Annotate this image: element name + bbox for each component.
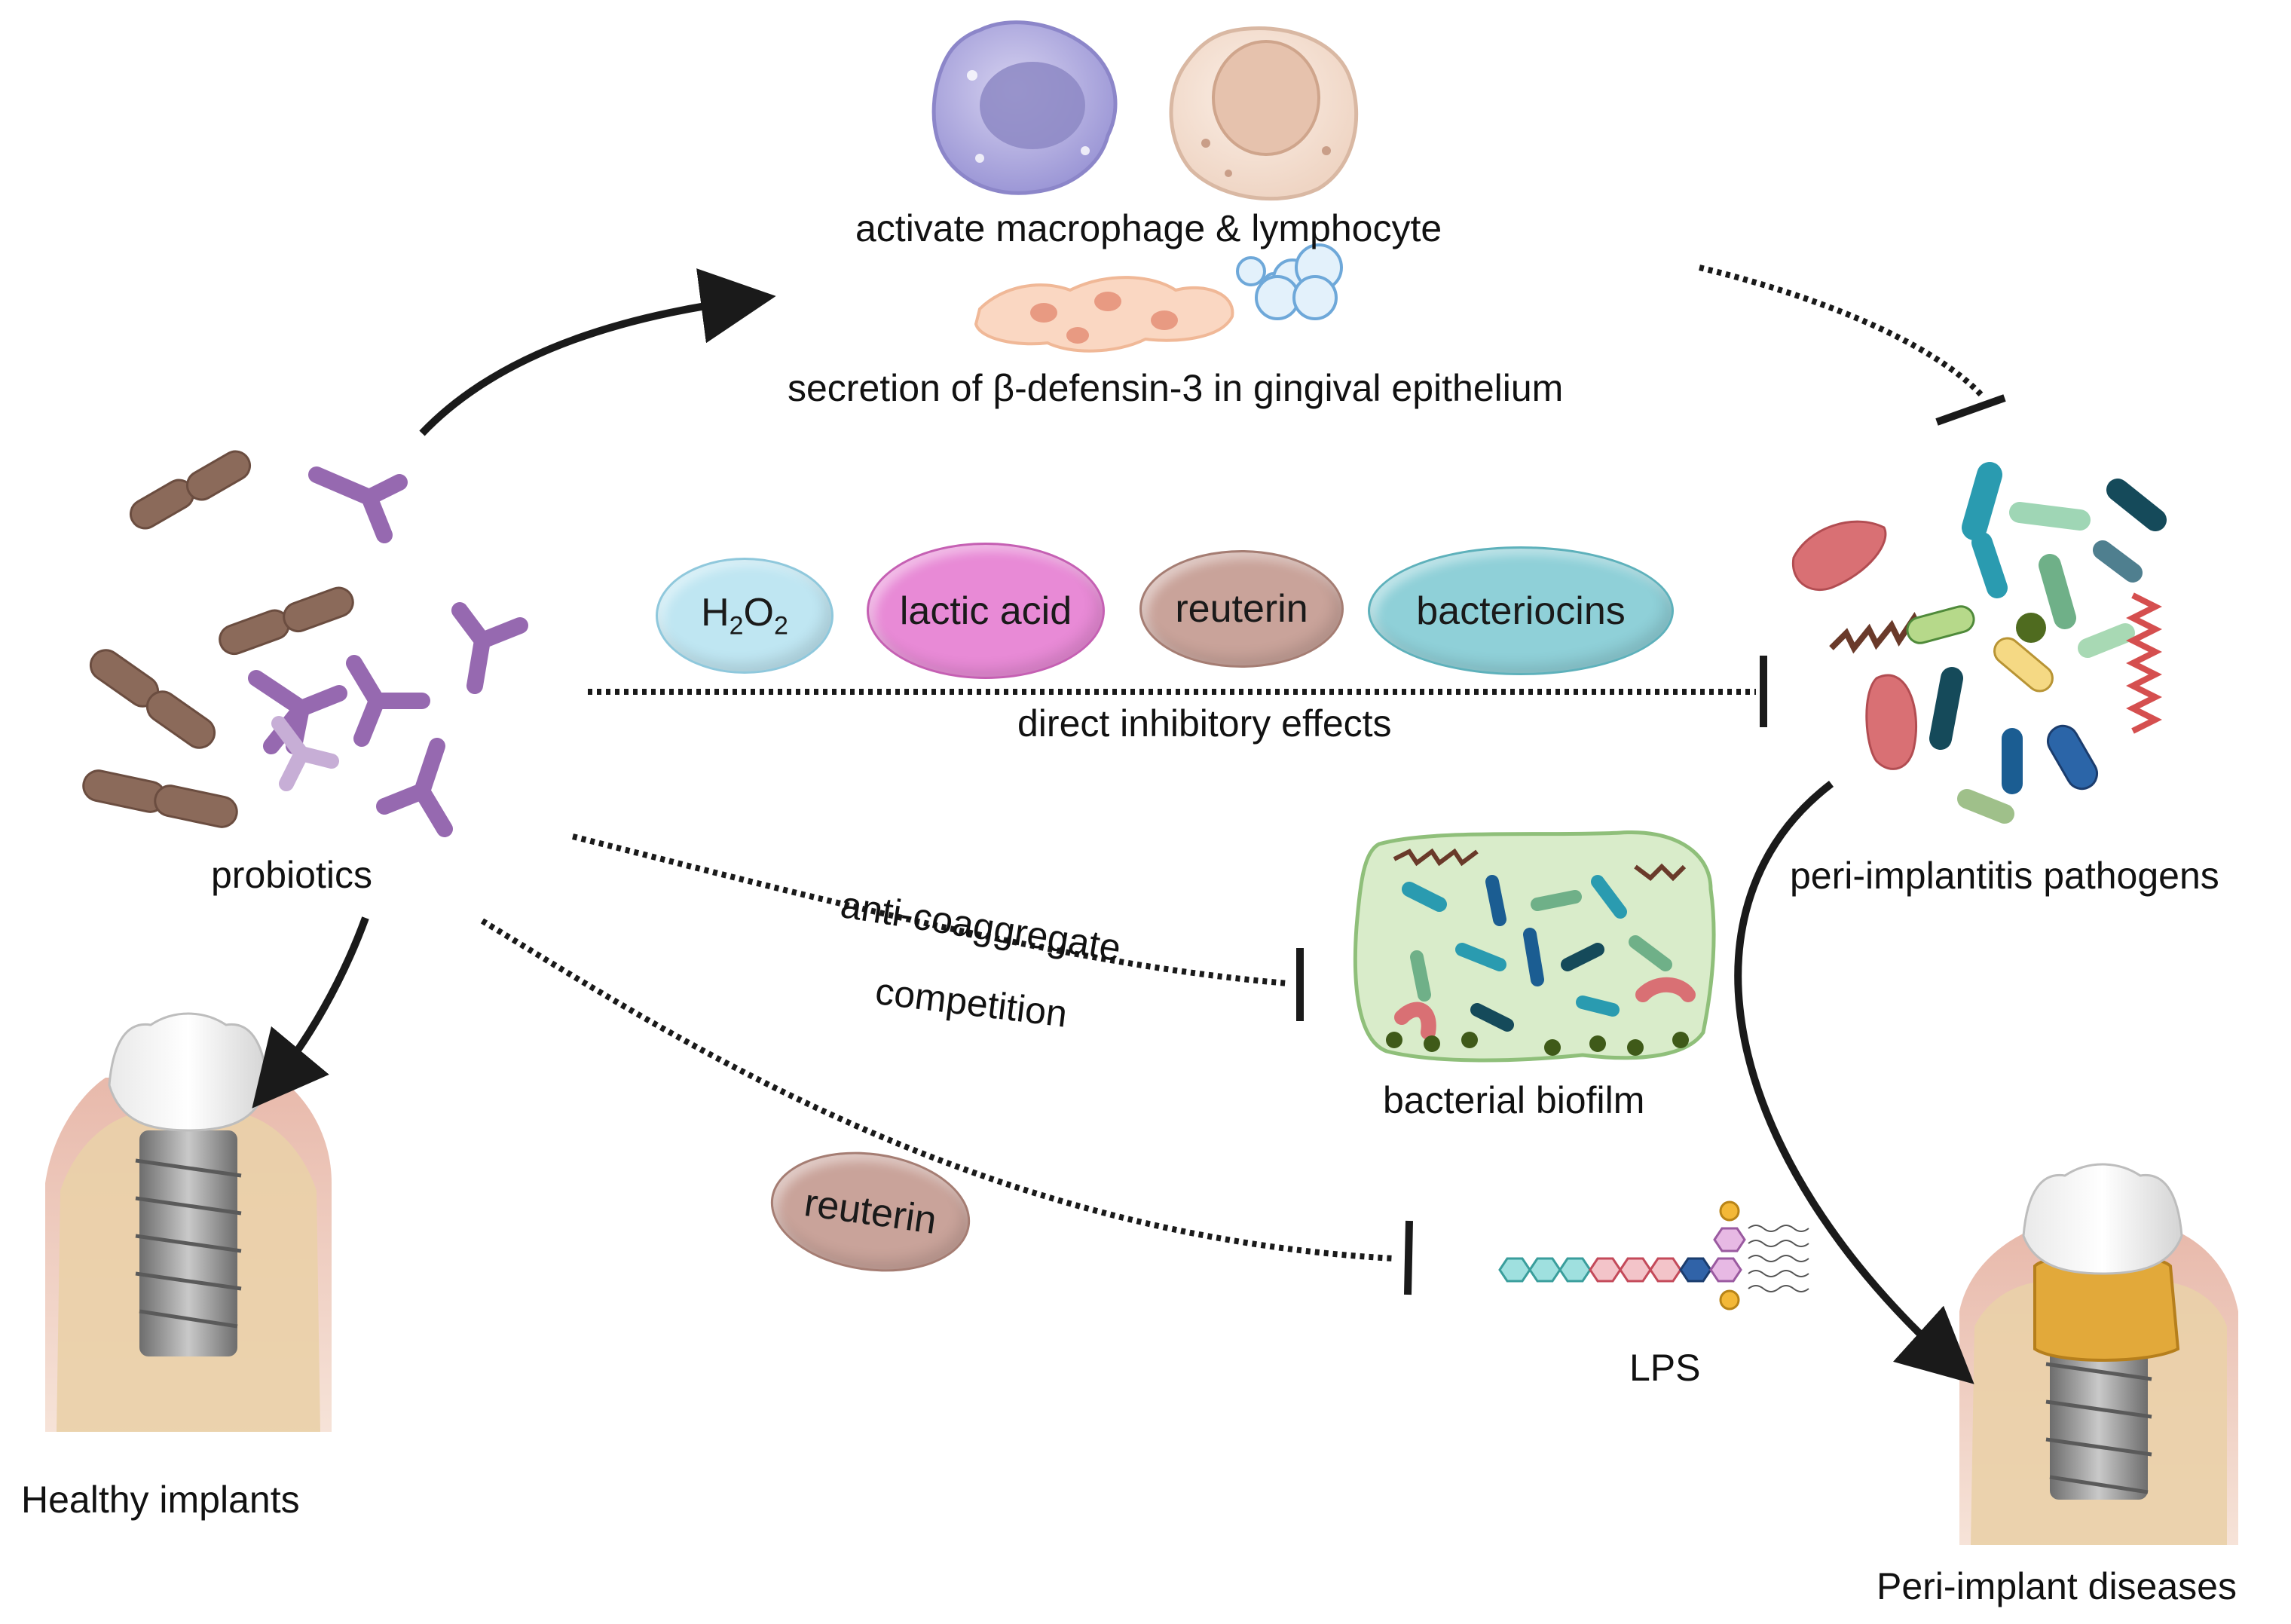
inhibit-line-biofilm [572,833,1289,986]
defensin-bubbles-icon [1236,243,1343,320]
inhibit-line-immune-to-pathogens [1699,265,1984,398]
arrow-pathogens-to-disease [1734,781,1974,1384]
lactic-acid-pill: lactic acid [867,543,1105,679]
biofilm-icon [1353,830,1716,1063]
diseased-implant-icon [1959,1163,2238,1545]
healthy-implant-icon [45,1012,332,1432]
pathogens-cluster-icon [1791,462,2167,824]
bacteriocins-pill: bacteriocins [1368,546,1674,675]
label-healthy-implants: Healthy implants [21,1479,300,1521]
arrow-probiotics-to-immune [419,268,776,436]
h2o2-pill: H2O2 [656,558,834,674]
inhibit-bar-lps [1404,1220,1413,1295]
label-bacterial-biofilm: bacterial biofilm [1383,1079,1645,1121]
label-direct-inhibitory: direct inhibitory effects [1017,702,1392,745]
h2o2-formula: H2O2 [701,591,788,641]
macrophage-icon [931,20,1118,195]
lps-molecule-icon [1498,1200,1809,1311]
inhibit-line-lps [480,918,1395,1262]
label-defensin-secretion: secretion of β-defensin-3 in gingival ep… [788,367,1564,409]
label-peri-implant-diseases: Peri-implant diseases [1877,1565,2237,1607]
epithelial-cells-icon [974,276,1234,353]
arrow-probiotics-to-healthy [252,916,369,1109]
reuterin-pill: reuterin [1139,550,1344,668]
label-probiotics: probiotics [211,854,372,896]
label-activate-immune: activate macrophage & lymphocyte [855,207,1442,249]
label-pathogens: peri-implantitis pathogens [1790,855,2219,897]
inhibit-bar-pathogens-top [1935,394,2006,426]
label-lps: LPS [1629,1347,1701,1389]
lymphocyte-icon [1169,26,1359,201]
probiotics-cluster-icon [82,450,528,837]
